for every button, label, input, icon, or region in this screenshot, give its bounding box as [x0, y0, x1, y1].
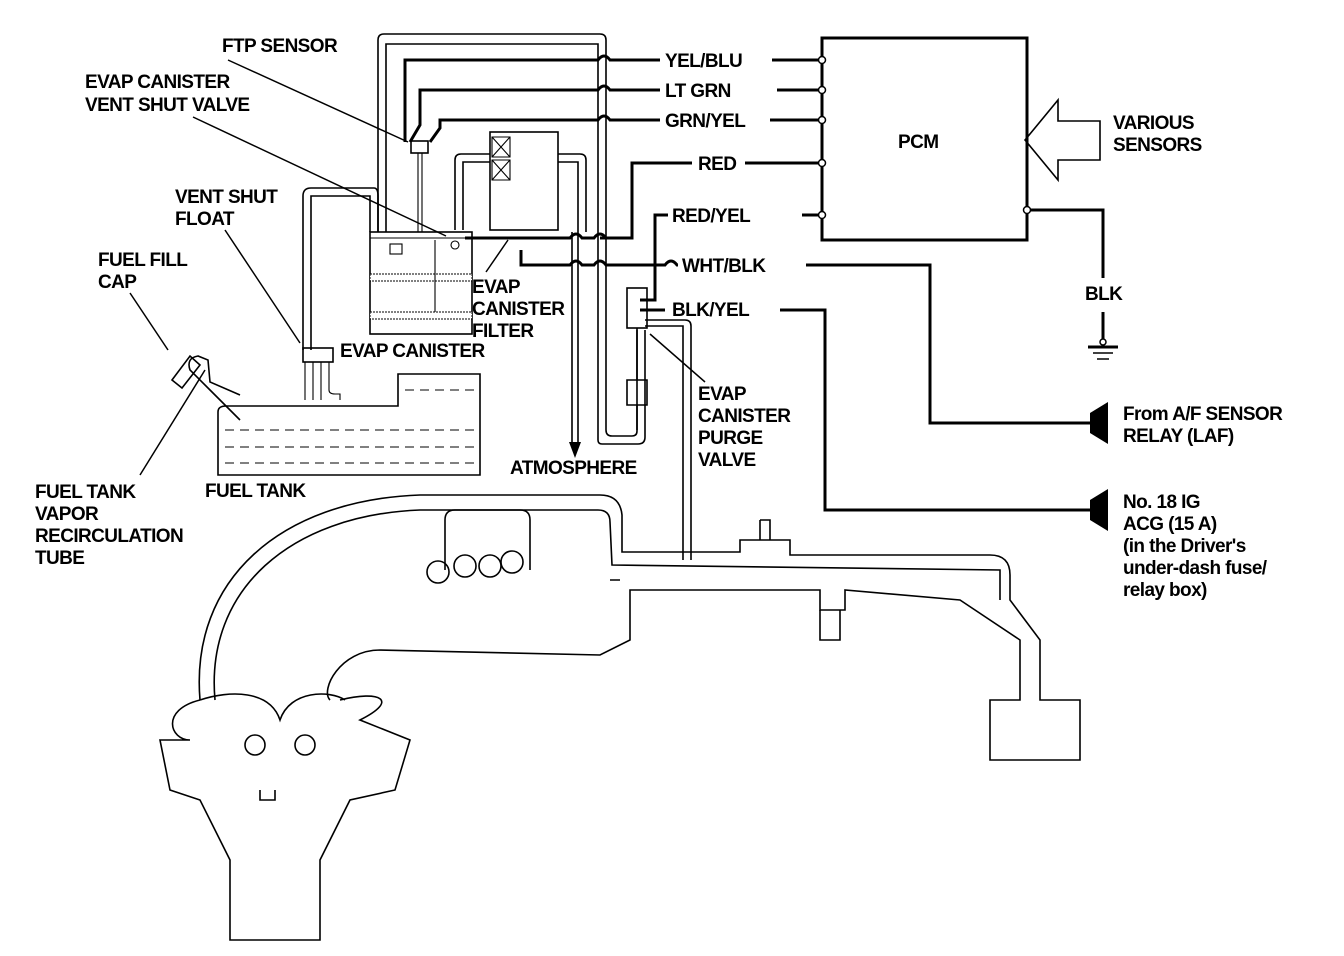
- recirc-tube-label-2: VAPOR: [35, 504, 99, 525]
- atmosphere-label: ATMOSPHERE: [510, 458, 637, 479]
- ground-icon: [1088, 338, 1118, 360]
- wire-label-grn-yel: GRN/YEL: [665, 111, 746, 132]
- fuel-tank-label: FUEL TANK: [205, 481, 306, 502]
- evap-canister-purge-valve-icon: [626, 287, 648, 329]
- filter-label-1: EVAP: [472, 277, 521, 298]
- ground-wire: [1030, 208, 1105, 340]
- fuel-fill-cap-label-1: FUEL FILL: [98, 250, 188, 271]
- fuse-label-5: relay box): [1123, 580, 1207, 601]
- af-relay-arrow-icon: [1090, 402, 1108, 444]
- leader-lines: [129, 59, 706, 476]
- wire-label-lt-grn: LT GRN: [665, 81, 731, 102]
- evap-canister-filter-icon: [489, 131, 559, 231]
- vent-shut-valve-label-1: EVAP CANISTER: [85, 72, 230, 93]
- pcm-label: PCM: [898, 132, 938, 153]
- recirc-tube-label-3: RECIRCULATION: [35, 526, 183, 547]
- wire-label-yel-blu: YEL/BLU: [665, 51, 742, 72]
- purge-valve-label-3: PURGE: [698, 428, 763, 449]
- fuse-label-2: ACG (15 A): [1123, 514, 1217, 535]
- fuse-label-3: (in the Driver's: [1123, 536, 1246, 557]
- fuel-fill-cap-icon: [170, 354, 241, 421]
- af-relay-label-2: RELAY (LAF): [1123, 426, 1234, 447]
- filter-label-2: CANISTER: [472, 299, 565, 320]
- fuse-label-1: No. 18 IG: [1123, 492, 1200, 513]
- vent-shut-valve-label-2: VENT SHUT VALVE: [85, 95, 249, 116]
- various-sensors-label-2: SENSORS: [1113, 135, 1202, 156]
- various-sensors-arrow-icon: [1023, 97, 1101, 183]
- fuse-arrow-icon: [1090, 489, 1108, 531]
- wire-label-wht-blk: WHT/BLK: [682, 256, 766, 277]
- purge-valve-label-4: VALVE: [698, 450, 756, 471]
- fuse-label-4: under-dash fuse/: [1123, 558, 1268, 579]
- wire-label-blk-yel: BLK/YEL: [672, 300, 750, 321]
- evap-canister-label: EVAP CANISTER: [340, 341, 485, 362]
- pcm-ports: [817, 55, 1032, 220]
- evap-canister-icon: [369, 231, 473, 335]
- atmosphere-arrow-icon: [569, 442, 581, 458]
- pcm-box: [820, 36, 1029, 242]
- recirc-tube-label-1: FUEL TANK: [35, 482, 136, 503]
- intake-manifold-icon: [159, 494, 1081, 941]
- fuel-fill-cap-label-2: CAP: [98, 272, 137, 293]
- vent-shut-float-label-1: VENT SHUT: [175, 187, 278, 208]
- filter-label-3: FILTER: [472, 321, 534, 342]
- ftp-sensor-label: FTP SENSOR: [222, 36, 338, 57]
- wire-label-red-yel: RED/YEL: [672, 206, 751, 227]
- af-relay-label-1: From A/F SENSOR: [1123, 404, 1283, 425]
- purge-valve-label-1: EVAP: [698, 384, 747, 405]
- vent-shut-float-label-2: FLOAT: [175, 209, 235, 230]
- atmosphere-tube: [377, 33, 646, 445]
- various-sensors-label-1: VARIOUS: [1113, 113, 1194, 134]
- vent-shut-float-icon: [302, 347, 334, 363]
- fuel-tank-icon: [217, 373, 481, 476]
- wire-label-red: RED: [698, 154, 736, 175]
- ground-wire-label: BLK: [1085, 284, 1123, 305]
- recirc-tube-label-4: TUBE: [35, 548, 84, 569]
- ftp-sensor-icon: [410, 140, 429, 154]
- purge-valve-label-2: CANISTER: [698, 406, 791, 427]
